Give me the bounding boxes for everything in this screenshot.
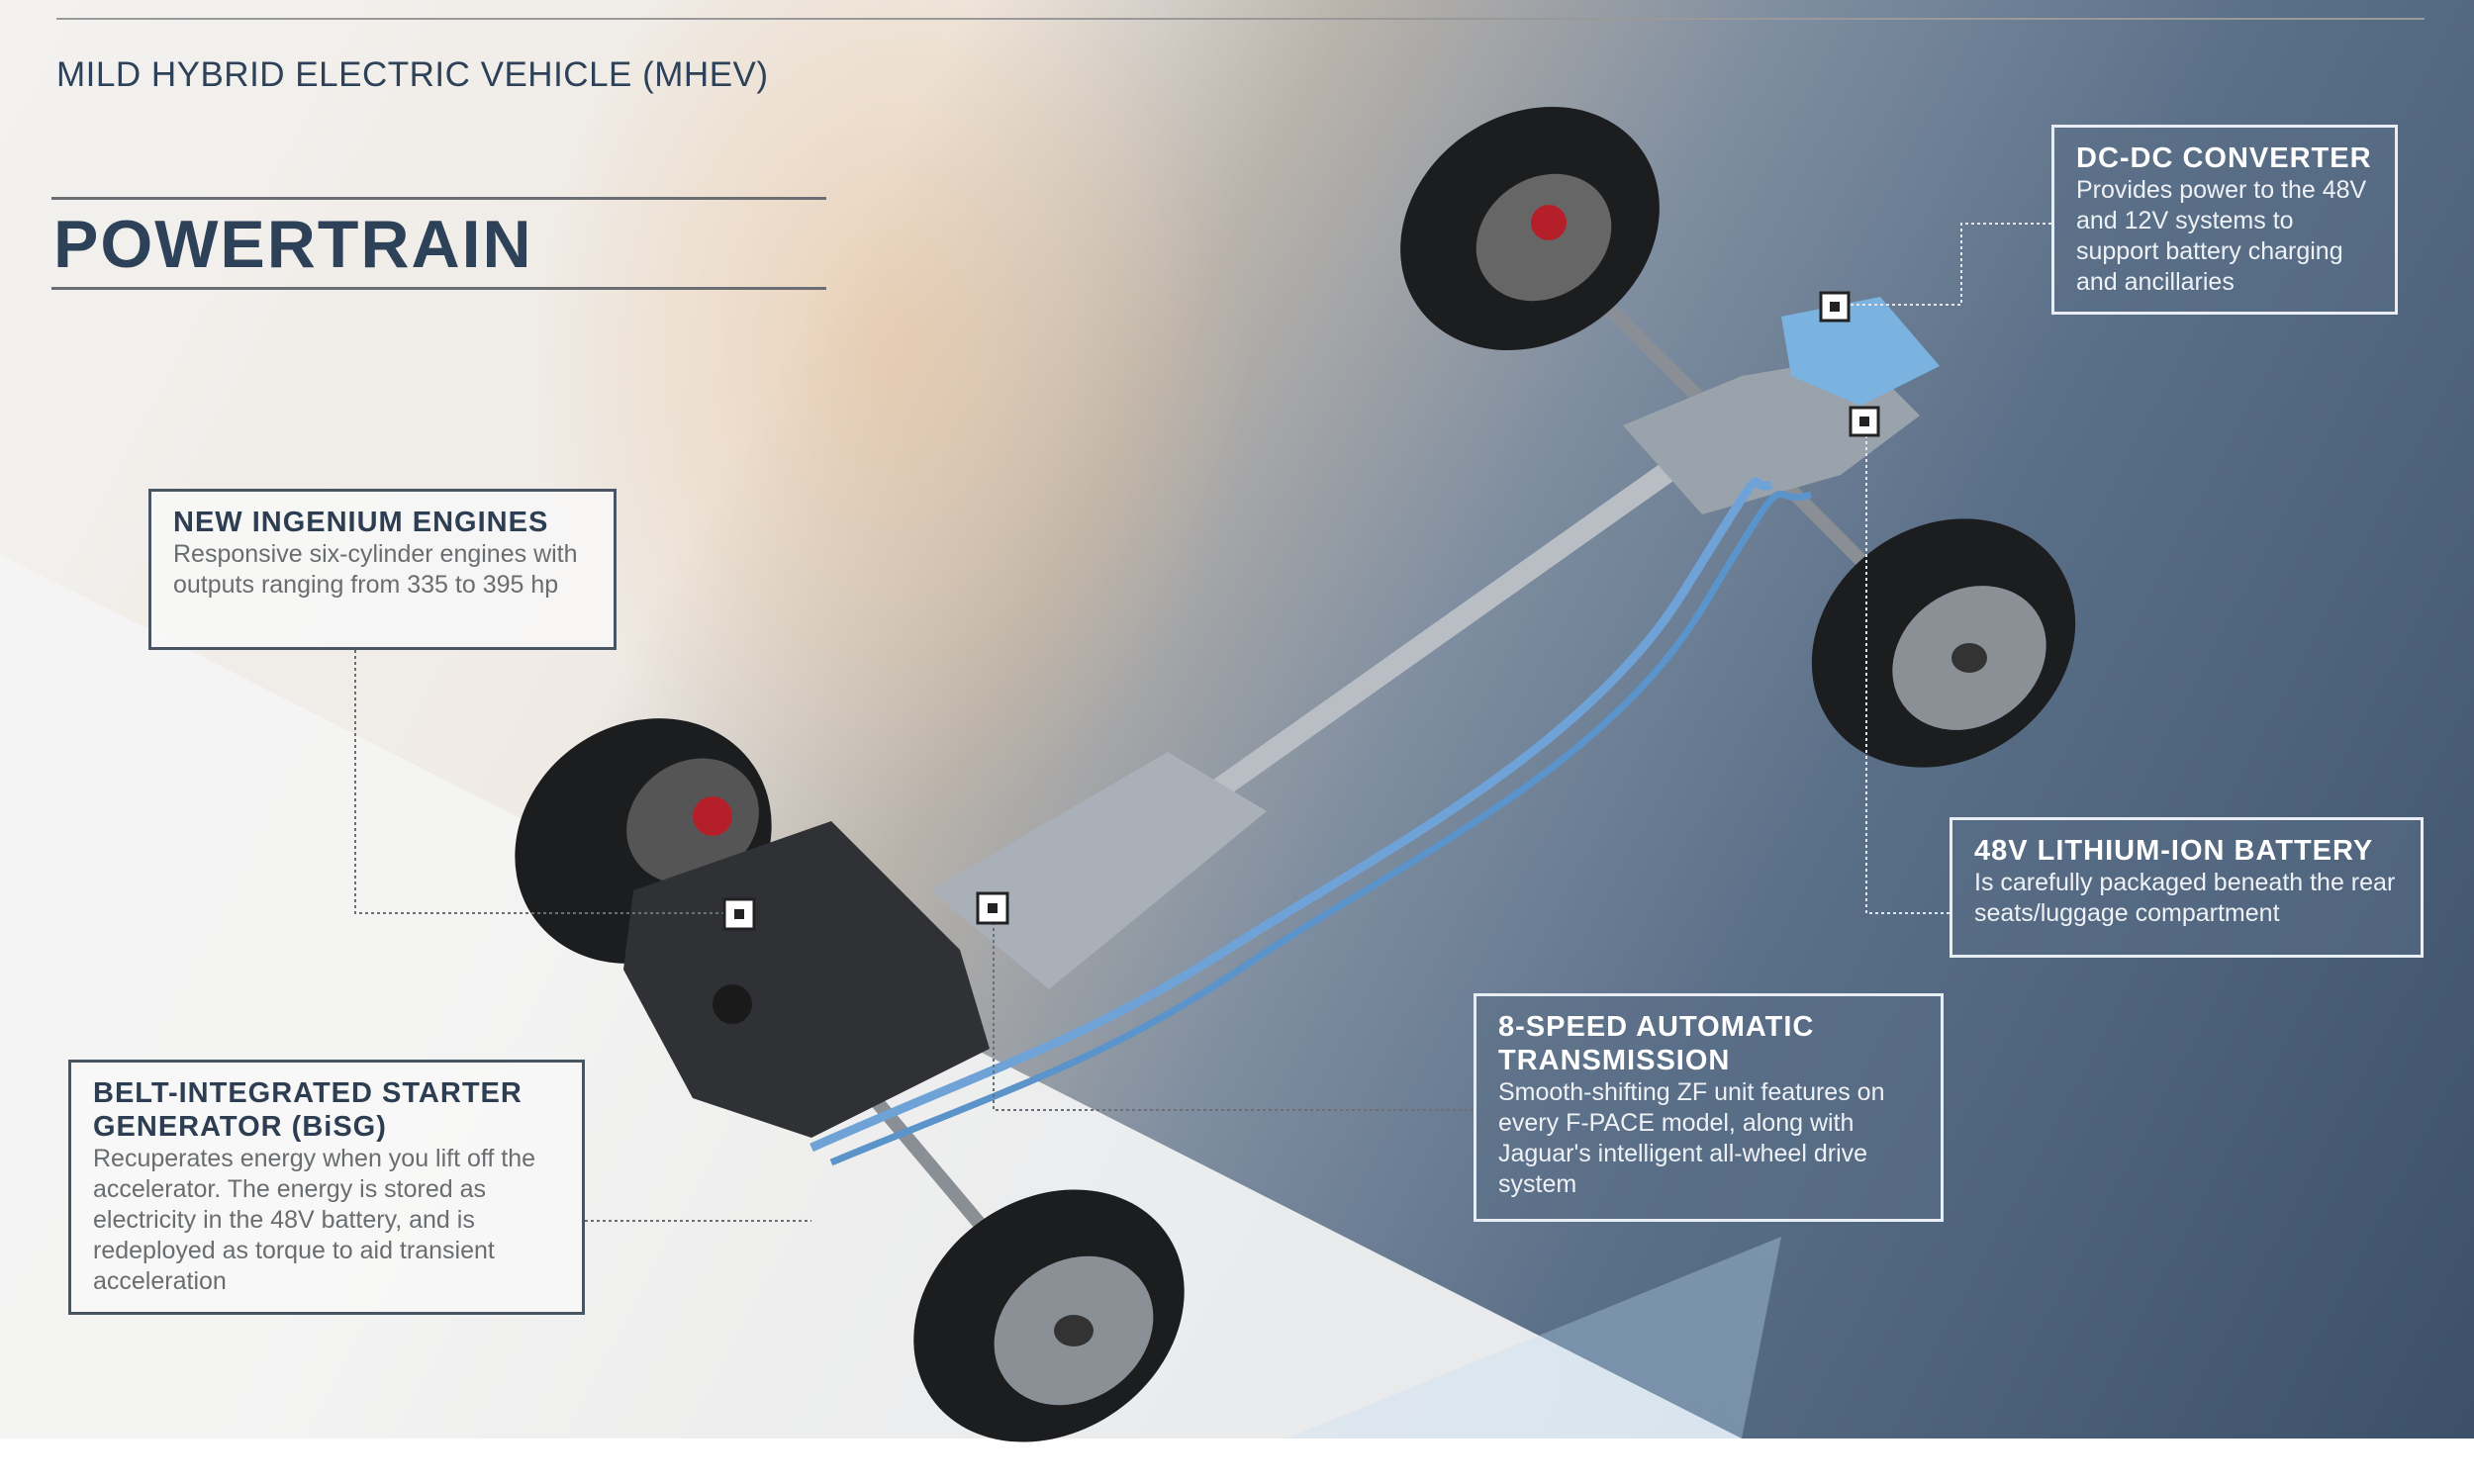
title-rule-bottom [51, 287, 826, 290]
wheel-rear-left [1400, 106, 1660, 351]
callout-body: Provides power to the 48V and 12V system… [2076, 176, 2367, 296]
callout-body: Recuperates energy when you lift off the… [93, 1145, 536, 1295]
engine-block [623, 821, 990, 1138]
hv-cable [809, 477, 1773, 1153]
leader-lines [354, 650, 1474, 1222]
wheel-front-right [913, 1189, 1185, 1442]
wheel-rear-right [1811, 518, 2076, 768]
callout-title: DC-DC CONVERTER [2076, 142, 2372, 174]
callout-markers [722, 291, 1880, 931]
callout-dc-dc-converter: DC-DC CONVERTER Provides power to the 48… [2051, 125, 2398, 315]
driveshaft [1177, 446, 1699, 822]
transmission [930, 752, 1267, 989]
callout-title: NEW INGENIUM ENGINES [173, 507, 549, 538]
callout-engines: NEW INGENIUM ENGINES Responsive six-cyli… [148, 489, 617, 650]
dc-dc-converter [1781, 297, 1940, 406]
callout-title: BELT-INTEGRATED STARTER GENERATOR (BiSG) [93, 1077, 523, 1143]
page-title: POWERTRAIN [53, 207, 533, 282]
callout-body: Responsive six-cylinder engines with out… [173, 540, 578, 599]
callout-title: 48V LITHIUM-ION BATTERY [1974, 835, 2374, 867]
title-rule-top [51, 197, 826, 200]
callout-title: 8-SPEED AUTOMATIC TRANSMISSION [1498, 1011, 1815, 1076]
callout-bisg: BELT-INTEGRATED STARTER GENERATOR (BiSG)… [68, 1060, 585, 1315]
callout-battery: 48V LITHIUM-ION BATTERY Is carefully pac… [1950, 817, 2424, 958]
callout-body: Smooth-shifting ZF unit features on ever… [1498, 1078, 1885, 1198]
callout-body: Is carefully packaged beneath the rear s… [1974, 869, 2396, 927]
hv-cable [829, 490, 1813, 1166]
top-rule [56, 18, 2425, 20]
callout-transmission: 8-SPEED AUTOMATIC TRANSMISSION Smooth-sh… [1474, 993, 1944, 1222]
page-subtitle: MILD HYBRID ELECTRIC VEHICLE (MHEV) [56, 55, 769, 94]
